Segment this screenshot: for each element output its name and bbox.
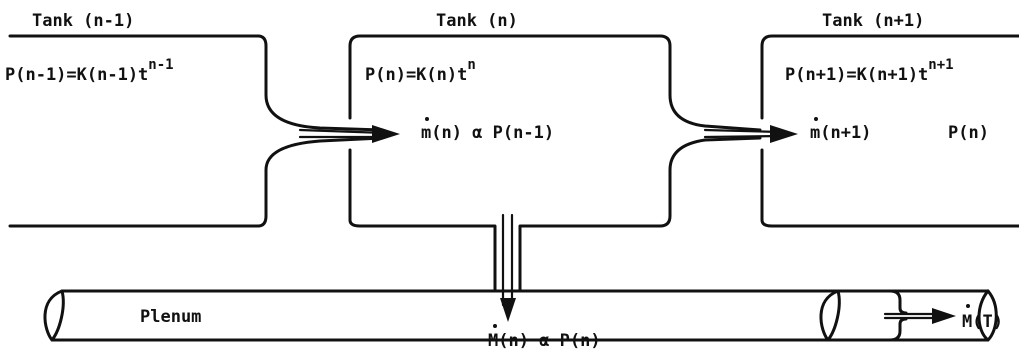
plenum-left-cap xyxy=(43,289,65,342)
mass-flow-dot-2 xyxy=(814,117,818,121)
tank-n: Tank (n) P(n)=K(n)tn m(n) α P(n-1) xyxy=(348,11,762,292)
outlet-arrow-icon xyxy=(932,308,956,324)
tank-n-plus-1-pressure: P(n) xyxy=(948,123,989,143)
plenum-flow-relation: M(n) α P(n) xyxy=(488,331,601,351)
tank-n-plus-1-flow: m(n+1) xyxy=(810,123,871,143)
plenum-right-cap xyxy=(977,289,998,342)
tank-n-flow-relation: m(n) α P(n-1) xyxy=(421,123,554,143)
outlet-pipe: M(T) xyxy=(819,289,1003,342)
mass-flow-dot xyxy=(425,117,429,121)
tank-n-plus-1-outline xyxy=(760,34,1019,228)
tank-n-minus-1: Tank (n-1) P(n-1)=K(n-1)tn-1 xyxy=(5,11,384,228)
plenum-label: Plenum xyxy=(140,307,201,327)
plenum-pipe: Plenum M(n) α P(n) xyxy=(43,289,998,351)
flow-arrow-into-plenum xyxy=(500,213,516,322)
plenum-mass-flow-dot xyxy=(493,324,497,328)
tank-n-plus-1: Tank (n+1) P(n+1)=K(n+1)tn+1 m(n+1) P(n) xyxy=(760,11,1019,228)
flow-arrow-into-tank-n xyxy=(298,125,400,143)
tank-n-equation: P(n)=K(n)tn xyxy=(365,57,476,85)
flow-arrow-into-tank-n-plus-1 xyxy=(703,125,798,143)
outlet-mass-flow-dot xyxy=(966,304,970,308)
tank-n-minus-1-outline-top xyxy=(8,34,384,132)
tank-n-plus-1-title: Tank (n+1) xyxy=(822,11,924,31)
tank-n-outline xyxy=(348,34,762,292)
tank-n-minus-1-equation: P(n-1)=K(n-1)tn-1 xyxy=(5,57,174,85)
tank-n-minus-1-title: Tank (n-1) xyxy=(32,11,134,31)
tank-n-title: Tank (n) xyxy=(436,11,518,31)
tank-n-minus-1-outline-bottom xyxy=(8,136,384,228)
tank-n-plus-1-equation: P(n+1)=K(n+1)tn+1 xyxy=(785,57,954,85)
outlet-label: M(T) xyxy=(962,312,1003,332)
